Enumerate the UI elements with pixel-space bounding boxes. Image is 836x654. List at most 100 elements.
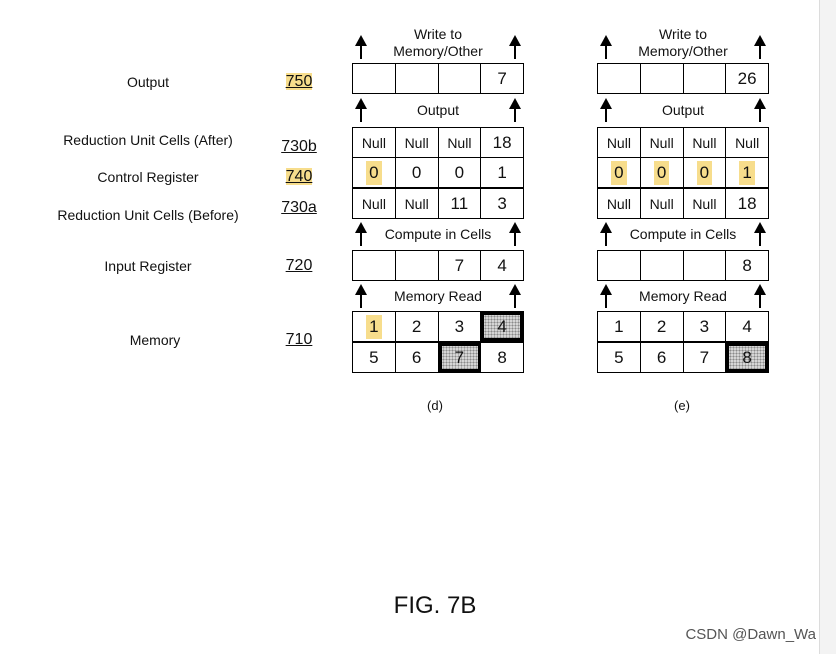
ref-input-register: 720 [285,257,313,274]
input-cell [684,251,727,280]
memory-row-2: 5 6 7 8 [597,342,769,373]
output-cell [641,64,684,93]
panel-label: (e) [674,398,690,413]
up-arrow-icon [354,98,368,122]
cell-value: 6 [656,347,667,367]
output-cell: 7 [481,64,523,93]
input-cell: 8 [726,251,768,280]
cell-value: 3 [699,316,710,336]
caption-compute: Compute in Cells [384,226,492,242]
cell-value: 0 [653,160,671,185]
up-arrow-icon [599,222,613,246]
cell-value: 0 [411,162,422,182]
label-reduction-before: Reduction Unit Cells (Before) [57,207,239,223]
cell-value: 5 [614,347,624,367]
output-cell [684,64,727,93]
up-arrow-icon [753,222,767,246]
up-arrow-icon [508,284,522,308]
reduction-before-cell: 3 [481,189,523,218]
ref-reduction-before: 730a [281,199,317,216]
control-cell: 0 [684,158,727,187]
memory-cell: 4 [726,312,768,341]
reduction-before-cell: Null [353,189,396,218]
control-cell: 0 [641,158,684,187]
reduction-before-cell: Null [641,189,684,218]
memory-row-2: 5 6 7 8 [352,342,524,373]
cell-value: 4 [497,316,507,336]
reduction-after-grid: Null Null Null Null [597,127,769,158]
cell-value: 18 [737,193,757,213]
cell-value: Null [606,134,631,151]
ref-reduction-after: 730b [281,138,317,155]
control-register-grid: 0 0 0 1 [352,157,524,188]
cell-value: 3 [454,316,465,336]
ref-memory: 710 [285,331,313,348]
control-cell: 1 [726,158,768,187]
memory-row-1: 1 2 3 4 [352,311,524,342]
cell-value: 5 [369,347,379,367]
up-arrow-icon [508,35,522,59]
caption-compute: Compute in Cells [629,226,737,242]
input-cell [396,251,439,280]
cell-value: Null [692,195,717,212]
cell-value: 2 [656,316,667,336]
ref-control-register: 740 [285,168,313,185]
cell-value: 1 [497,162,507,182]
memory-cell: 1 [598,312,641,341]
output-cell [396,64,439,93]
cell-value: 0 [696,160,713,185]
cell-value: 7 [454,347,465,367]
up-arrow-icon [354,35,368,59]
reduction-before-cell: Null [684,189,727,218]
reduction-before-cell: Null [598,189,641,218]
cell-value: Null [649,195,674,212]
cell-value: 7 [497,68,507,88]
cell-value: 26 [737,68,757,88]
cell-value: 2 [411,316,422,336]
cell-value: 0 [365,160,383,185]
label-control-register: Control Register [97,169,199,185]
cell-value: 8 [742,255,752,275]
caption-memory-read: Memory Read [394,288,482,304]
cell-value: Null [361,195,386,212]
memory-cell: 2 [641,312,684,341]
up-arrow-icon [508,98,522,122]
cell-value: 8 [742,347,752,367]
memory-cell: 8 [481,343,523,372]
cell-value: 1 [365,314,383,339]
label-input-register: Input Register [104,258,192,274]
control-cell: 1 [481,158,523,187]
watermark: CSDN @Dawn_Wa [685,626,816,643]
control-cell: 0 [353,158,396,187]
cell-value: 3 [497,193,507,213]
cell-value: 1 [739,160,756,185]
label-memory: Memory [129,332,181,348]
reduction-after-cell: Null [684,128,727,157]
up-arrow-icon [599,98,613,122]
reduction-before-cell: 11 [439,189,482,218]
memory-cell-selected: 8 [726,343,768,372]
up-arrow-icon [753,284,767,308]
up-arrow-icon [753,98,767,122]
scrollbar[interactable] [819,0,836,654]
reduction-before-cell: Null [396,189,439,218]
cell-value: 18 [492,132,512,152]
caption-output: Output [661,102,705,118]
memory-cell: 1 [353,312,396,341]
cell-value: 4 [742,316,752,336]
ref-output: 750 [285,73,313,90]
input-register-grid: 8 [597,250,769,281]
reduction-after-cell: 18 [481,128,523,157]
cell-value: Null [649,134,674,151]
control-register-grid: 0 0 0 1 [597,157,769,188]
cell-value: Null [735,134,760,151]
up-arrow-icon [354,222,368,246]
memory-cell: 7 [684,343,727,372]
memory-cell-selected: 7 [438,343,482,372]
output-cell [439,64,482,93]
cell-value: 6 [411,347,422,367]
control-cell: 0 [396,158,439,187]
